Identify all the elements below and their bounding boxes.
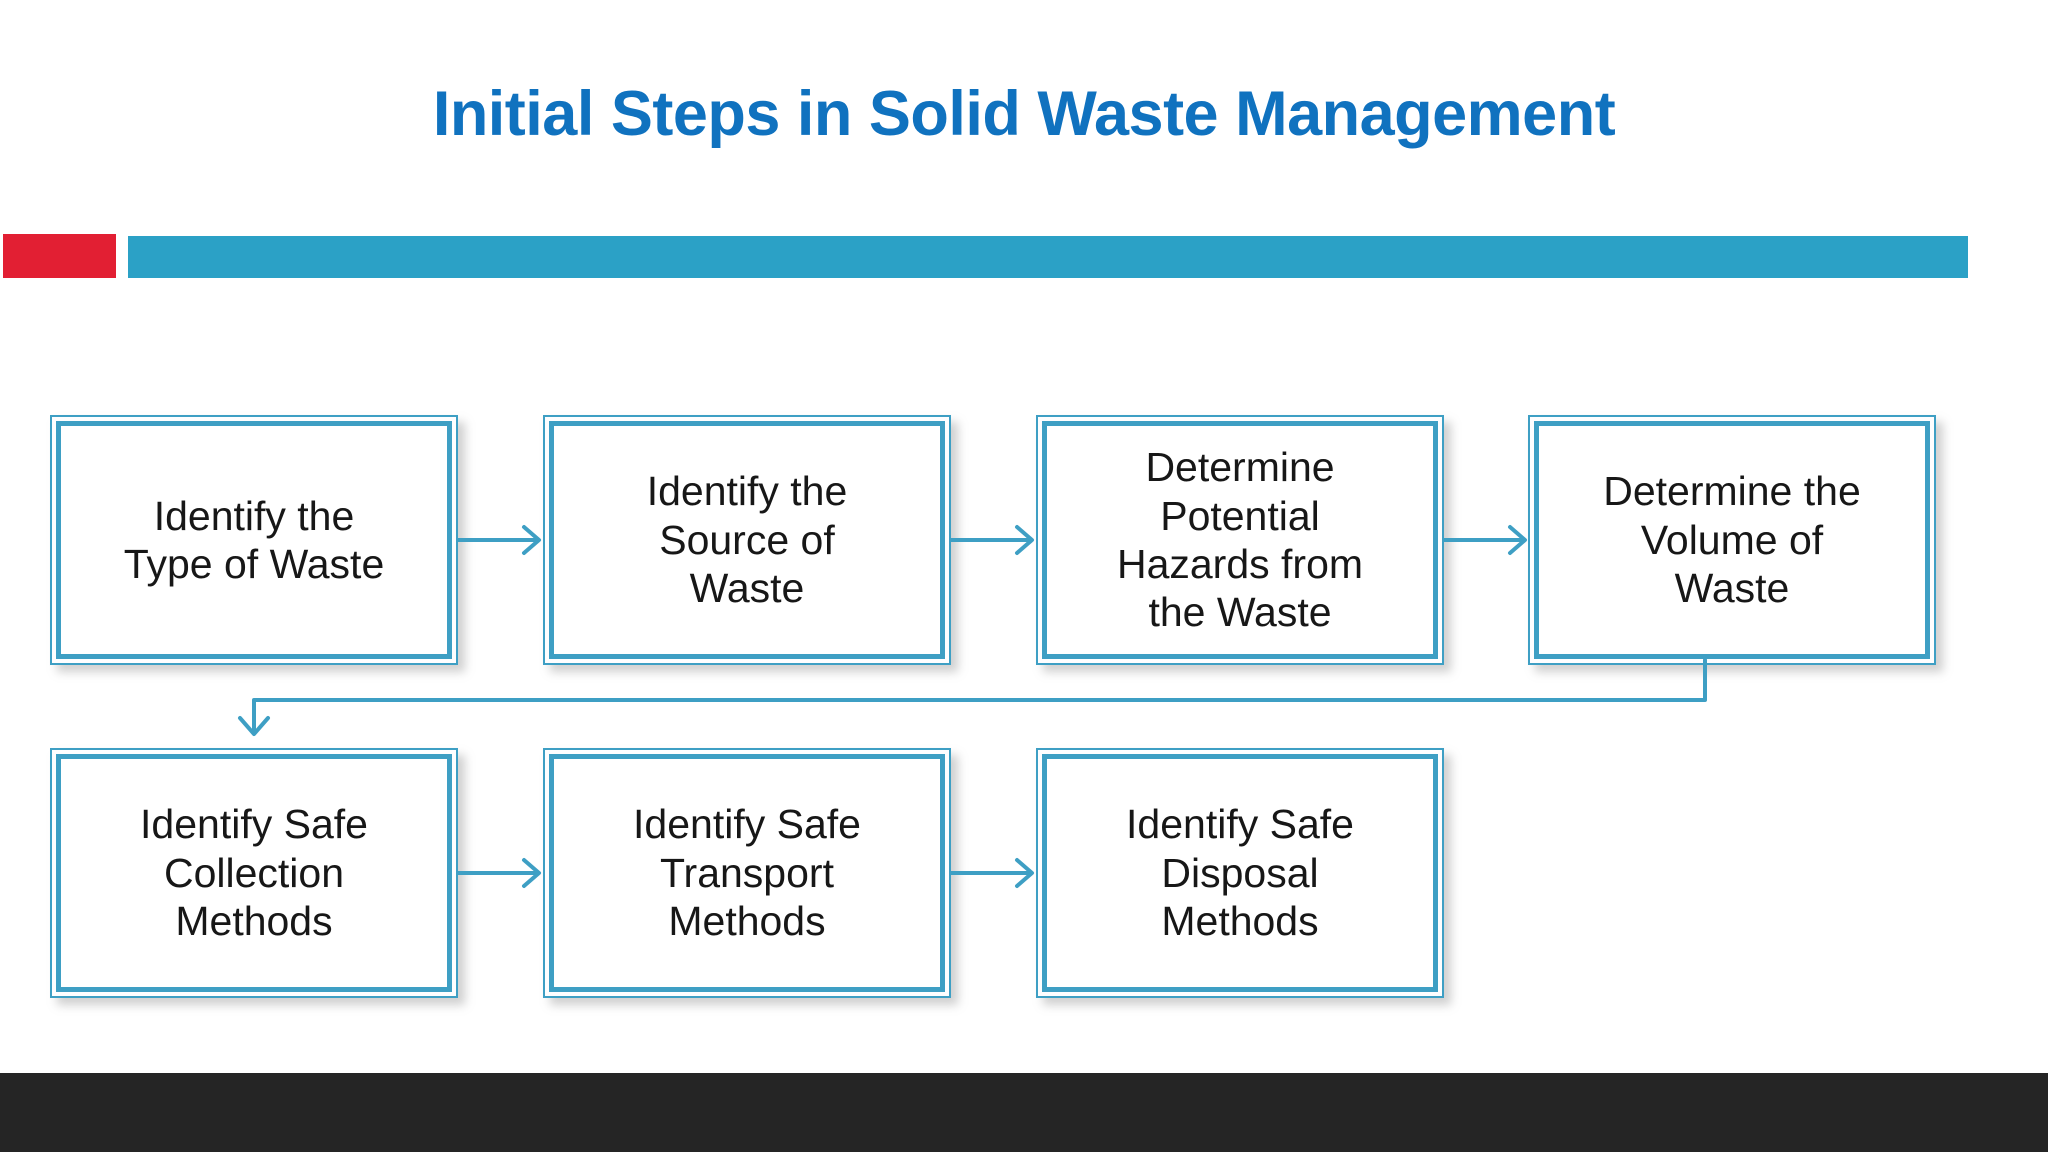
flow-box-label: Determine the Volume of Waste	[1603, 468, 1861, 612]
flow-box-inner: Determine Potential Hazards from the Was…	[1042, 421, 1438, 659]
flow-box-step-6[interactable]: Identify Safe Transport Methods	[543, 748, 951, 998]
arrow-step-6-to-step-7	[951, 848, 1039, 898]
flow-box-inner: Identify Safe Transport Methods	[549, 754, 945, 992]
flow-box-step-3[interactable]: Determine Potential Hazards from the Was…	[1036, 415, 1444, 665]
footer-band	[0, 1073, 2048, 1152]
flow-box-label: Identify Safe Collection Methods	[140, 801, 368, 945]
arrow-step-2-to-step-3	[951, 515, 1039, 565]
flow-box-label: Determine Potential Hazards from the Was…	[1116, 444, 1364, 636]
flow-box-label: Identify Safe Disposal Methods	[1126, 801, 1354, 945]
flow-box-step-7[interactable]: Identify Safe Disposal Methods	[1036, 748, 1444, 998]
flow-box-label: Identify Safe Transport Methods	[633, 801, 861, 945]
arrow-step-4-to-step-5	[230, 658, 1730, 770]
arrow-step-1-to-step-2	[458, 515, 546, 565]
page-title: Initial Steps in Solid Waste Management	[432, 79, 1616, 149]
flow-box-inner: Determine the Volume of Waste	[1534, 421, 1930, 659]
arrow-step-5-to-step-6	[458, 848, 546, 898]
accent-red-block	[3, 234, 116, 278]
flow-box-step-1[interactable]: Identify the Type of Waste	[50, 415, 458, 665]
flow-box-inner: Identify Safe Disposal Methods	[1042, 754, 1438, 992]
flow-box-step-4[interactable]: Determine the Volume of Waste	[1528, 415, 1936, 665]
arrow-step-3-to-step-4	[1444, 515, 1532, 565]
flow-box-step-2[interactable]: Identify the Source of Waste	[543, 415, 951, 665]
flow-box-inner: Identify the Source of Waste	[549, 421, 945, 659]
flow-box-label: Identify the Source of Waste	[646, 468, 848, 612]
accent-teal-bar	[128, 236, 1968, 278]
flow-box-label: Identify the Type of Waste	[123, 492, 385, 587]
flow-box-inner: Identify the Type of Waste	[56, 421, 452, 659]
flow-box-inner: Identify Safe Collection Methods	[56, 754, 452, 992]
flow-box-step-5[interactable]: Identify Safe Collection Methods	[50, 748, 458, 998]
